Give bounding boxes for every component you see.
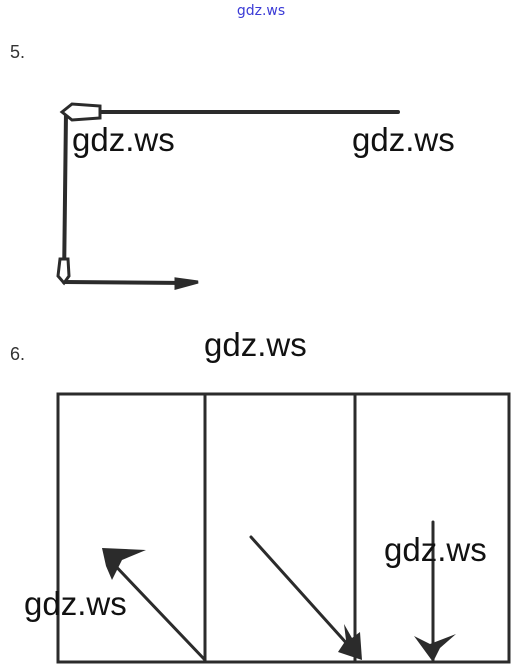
left-vertical-line — [62, 110, 68, 284]
task-6-number: 6. — [10, 344, 26, 364]
arrow-down-right-shaft — [249, 535, 360, 658]
arrow-right-icon — [174, 277, 199, 290]
arrow-up-left-shaft — [104, 554, 207, 662]
arrow-down-right-head-icon — [338, 624, 362, 660]
task-5-number: 5. — [10, 42, 26, 62]
arrow-up-left-head-icon — [102, 548, 146, 580]
site-link[interactable]: gdz.ws — [236, 3, 286, 19]
bottom-horizontal-line — [62, 280, 190, 285]
watermark: gdz.ws — [204, 326, 307, 363]
watermark: gdz.ws — [72, 121, 175, 158]
arrow-left-icon — [59, 102, 102, 122]
watermark: gdz.ws — [352, 121, 455, 158]
arrow-down-icon — [56, 257, 71, 286]
outer-frame — [56, 392, 511, 664]
watermark: gdz.ws — [24, 585, 127, 622]
watermark: gdz.ws — [384, 531, 487, 568]
arrow-down-head-icon — [414, 634, 456, 662]
